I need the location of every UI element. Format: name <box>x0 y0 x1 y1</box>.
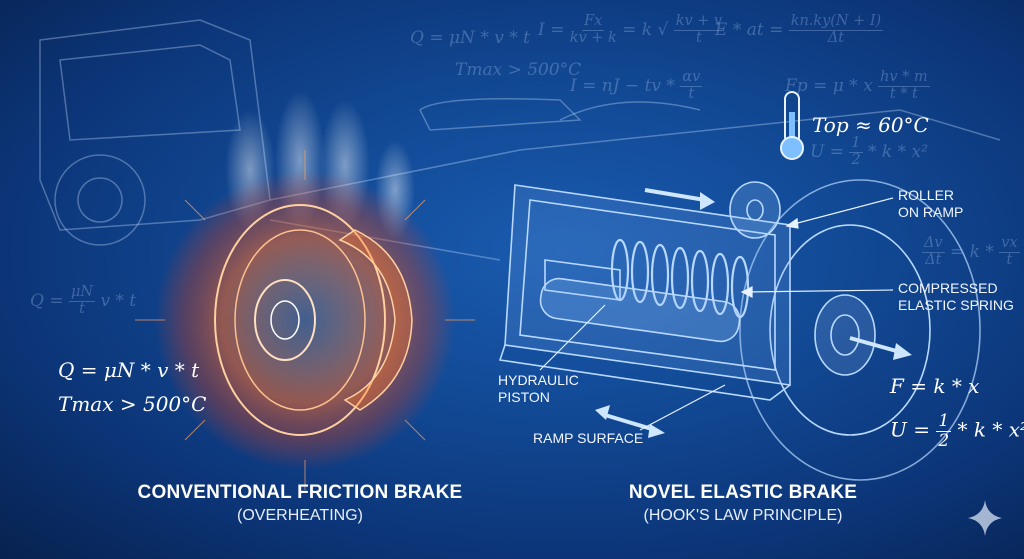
elastic-brake-caption: NOVEL ELASTIC BRAKE (HOOK'S LAW PRINCIPL… <box>563 482 923 525</box>
eq-hooke: F = k * x <box>890 374 980 398</box>
eq-tmax: Tmax > 500°C <box>58 392 207 416</box>
motion-arrows <box>595 188 912 438</box>
elastic-brake-subtitle: (HOOK'S LAW PRINCIPLE) <box>643 507 843 524</box>
bg-eq-e: E * at = kn.ky(N + I)Δt <box>715 13 884 46</box>
leader-lines <box>539 197 894 431</box>
thermometer-icon <box>780 91 804 160</box>
friction-brake-title: CONVENTIONAL FRICTION BRAKE <box>137 482 463 503</box>
bg-eq-q: Q = μN * v * t <box>410 28 530 48</box>
friction-brake-disk <box>135 150 475 490</box>
elastic-brake-assembly <box>498 179 981 481</box>
friction-brake-subtitle: (OVERHEATING) <box>237 507 363 524</box>
label-ramp: RAMP SURFACE <box>533 430 644 446</box>
eq-heat: Q = μN * v * t <box>58 358 200 382</box>
bg-eq-tmax: Tmax > 500°C <box>455 60 582 80</box>
friction-brake-caption: CONVENTIONAL FRICTION BRAKE (OVERHEATING… <box>120 482 480 525</box>
eq-operating-temp: Top ≈ 60°C <box>812 113 929 137</box>
elastic-brake-title: NOVEL ELASTIC BRAKE <box>628 482 858 503</box>
sparkle-icon <box>968 500 1002 536</box>
